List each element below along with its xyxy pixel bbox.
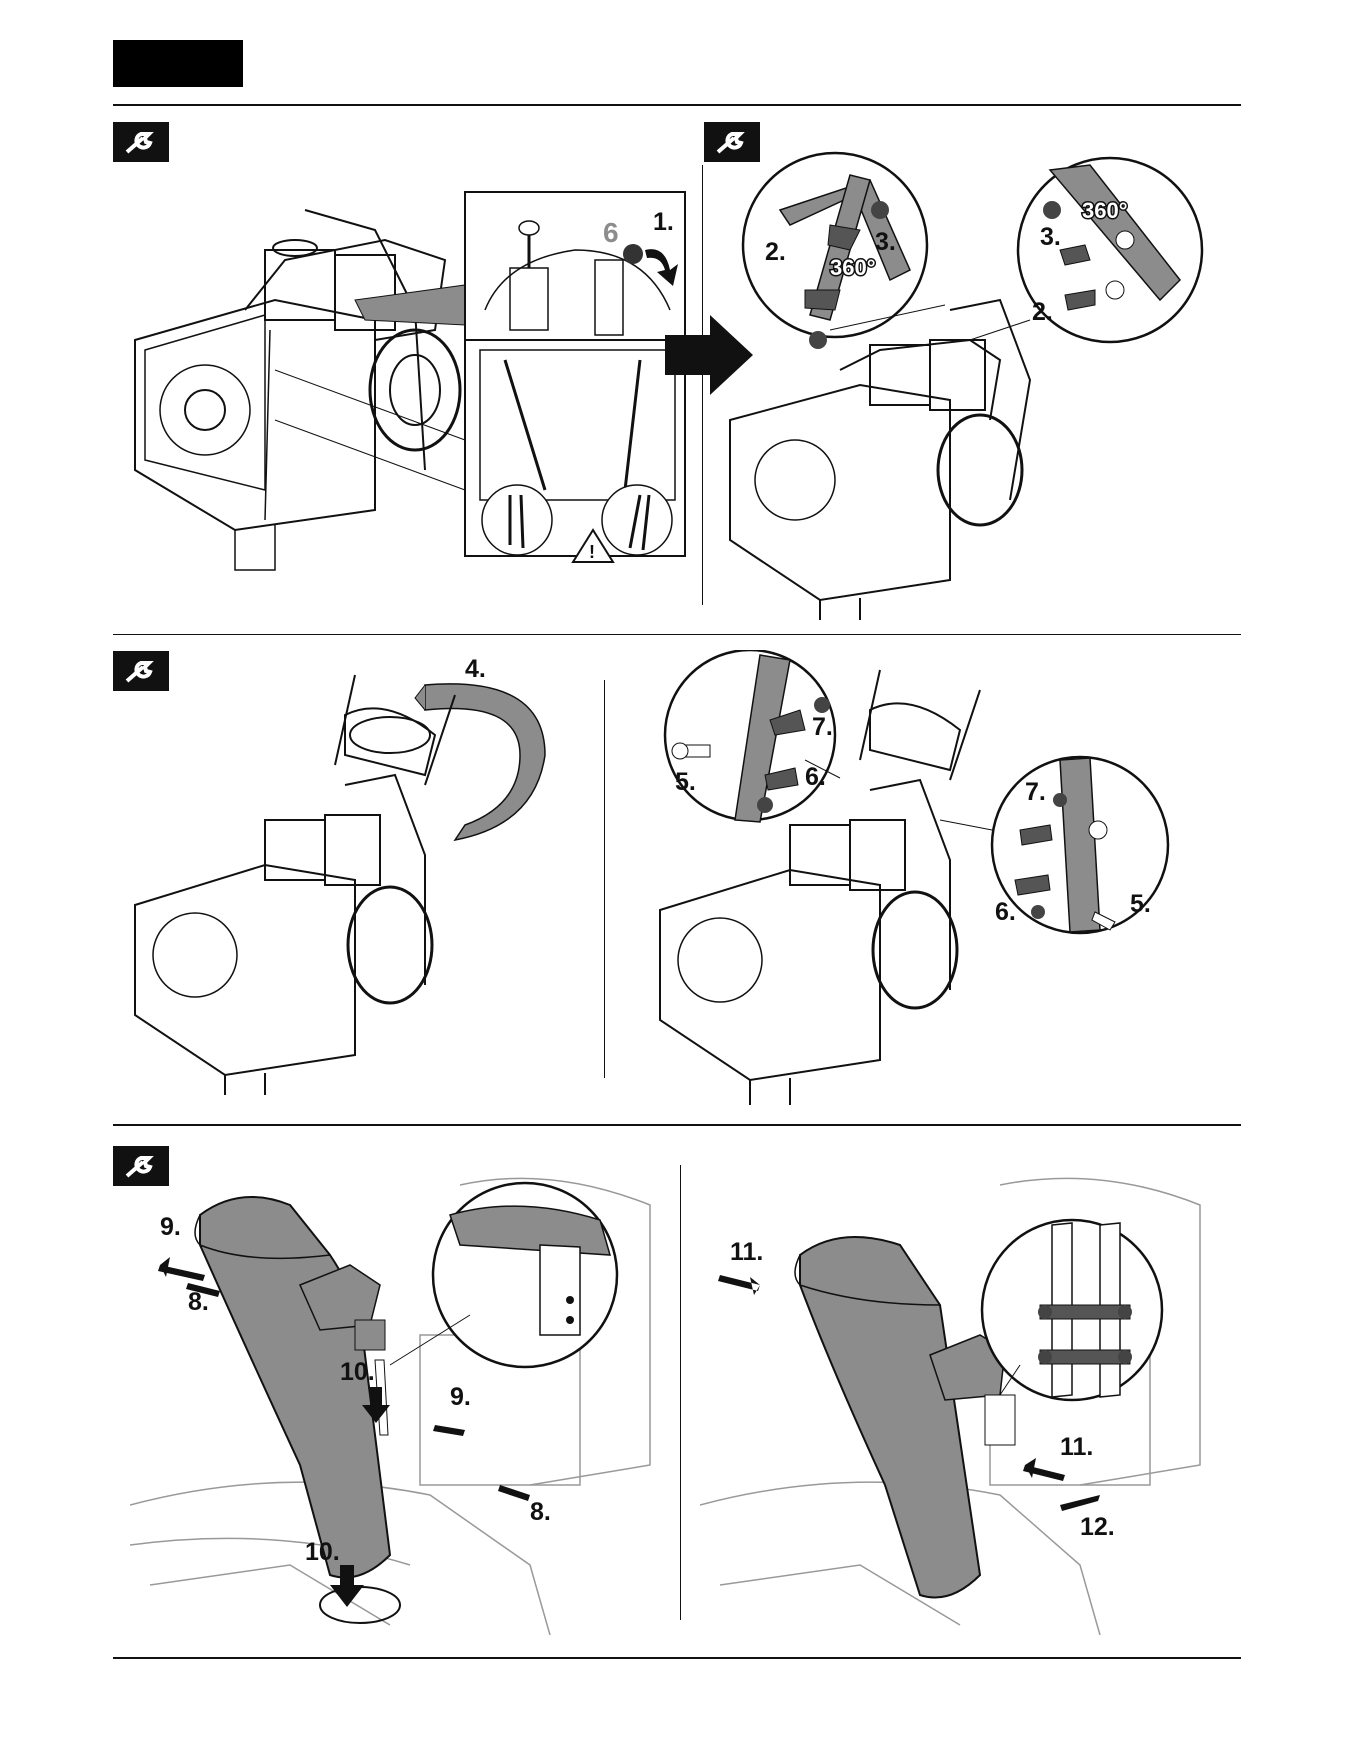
step-label: 9.	[450, 1383, 471, 1411]
step-label: 3.	[875, 228, 896, 256]
step-label: 1.	[653, 208, 674, 236]
divider-3	[680, 1165, 681, 1620]
footer-rule	[113, 1657, 1241, 1659]
step-label: 4.	[465, 655, 486, 683]
illustration-panel-d: 5. 7. 6. 7. 6. 5.	[640, 650, 1200, 1110]
illustration-panel-f: 11. 11. 12.	[700, 1165, 1220, 1635]
illustration-panel-b: 2. 3. 360° 3. 360° 2.	[710, 150, 1230, 620]
step-label: 2.	[765, 238, 786, 266]
section-rule-1	[113, 634, 1241, 635]
angle-label: 360°	[1082, 198, 1128, 223]
step-label: 6.	[995, 898, 1016, 926]
step-label: 8.	[530, 1498, 551, 1526]
step-label: 5.	[675, 768, 696, 796]
language-tab	[113, 40, 243, 87]
step-label: 6.	[805, 763, 826, 791]
step-label: 10.	[340, 1358, 375, 1386]
header-rule	[113, 104, 1241, 106]
svg-text:!: !	[589, 542, 595, 562]
step-label: 5.	[1130, 890, 1151, 918]
section-rule-2	[113, 1124, 1241, 1126]
step-label: 7.	[812, 713, 833, 741]
illustration-panel-c: 4.	[125, 655, 595, 1100]
step-label: 7.	[1025, 778, 1046, 806]
step-label: 11.	[1060, 1433, 1093, 1461]
step-label: 2.	[1032, 298, 1053, 326]
illustration-panel-a: 6 1. !	[125, 190, 695, 600]
snowblower-drawing	[135, 210, 460, 570]
step-label: 11.	[730, 1238, 763, 1266]
gear-label: 6	[603, 217, 619, 248]
wrench-icon	[113, 122, 169, 162]
step-label: 3.	[1040, 223, 1061, 251]
step-label: 9.	[160, 1213, 181, 1241]
divider-2	[604, 680, 605, 1078]
angle-label: 360°	[830, 255, 876, 280]
step-label: 12.	[1080, 1513, 1115, 1541]
step-label: 10.	[305, 1538, 340, 1566]
illustration-panel-e: 9. 8. 10. 9. 8. 10.	[130, 1165, 670, 1635]
